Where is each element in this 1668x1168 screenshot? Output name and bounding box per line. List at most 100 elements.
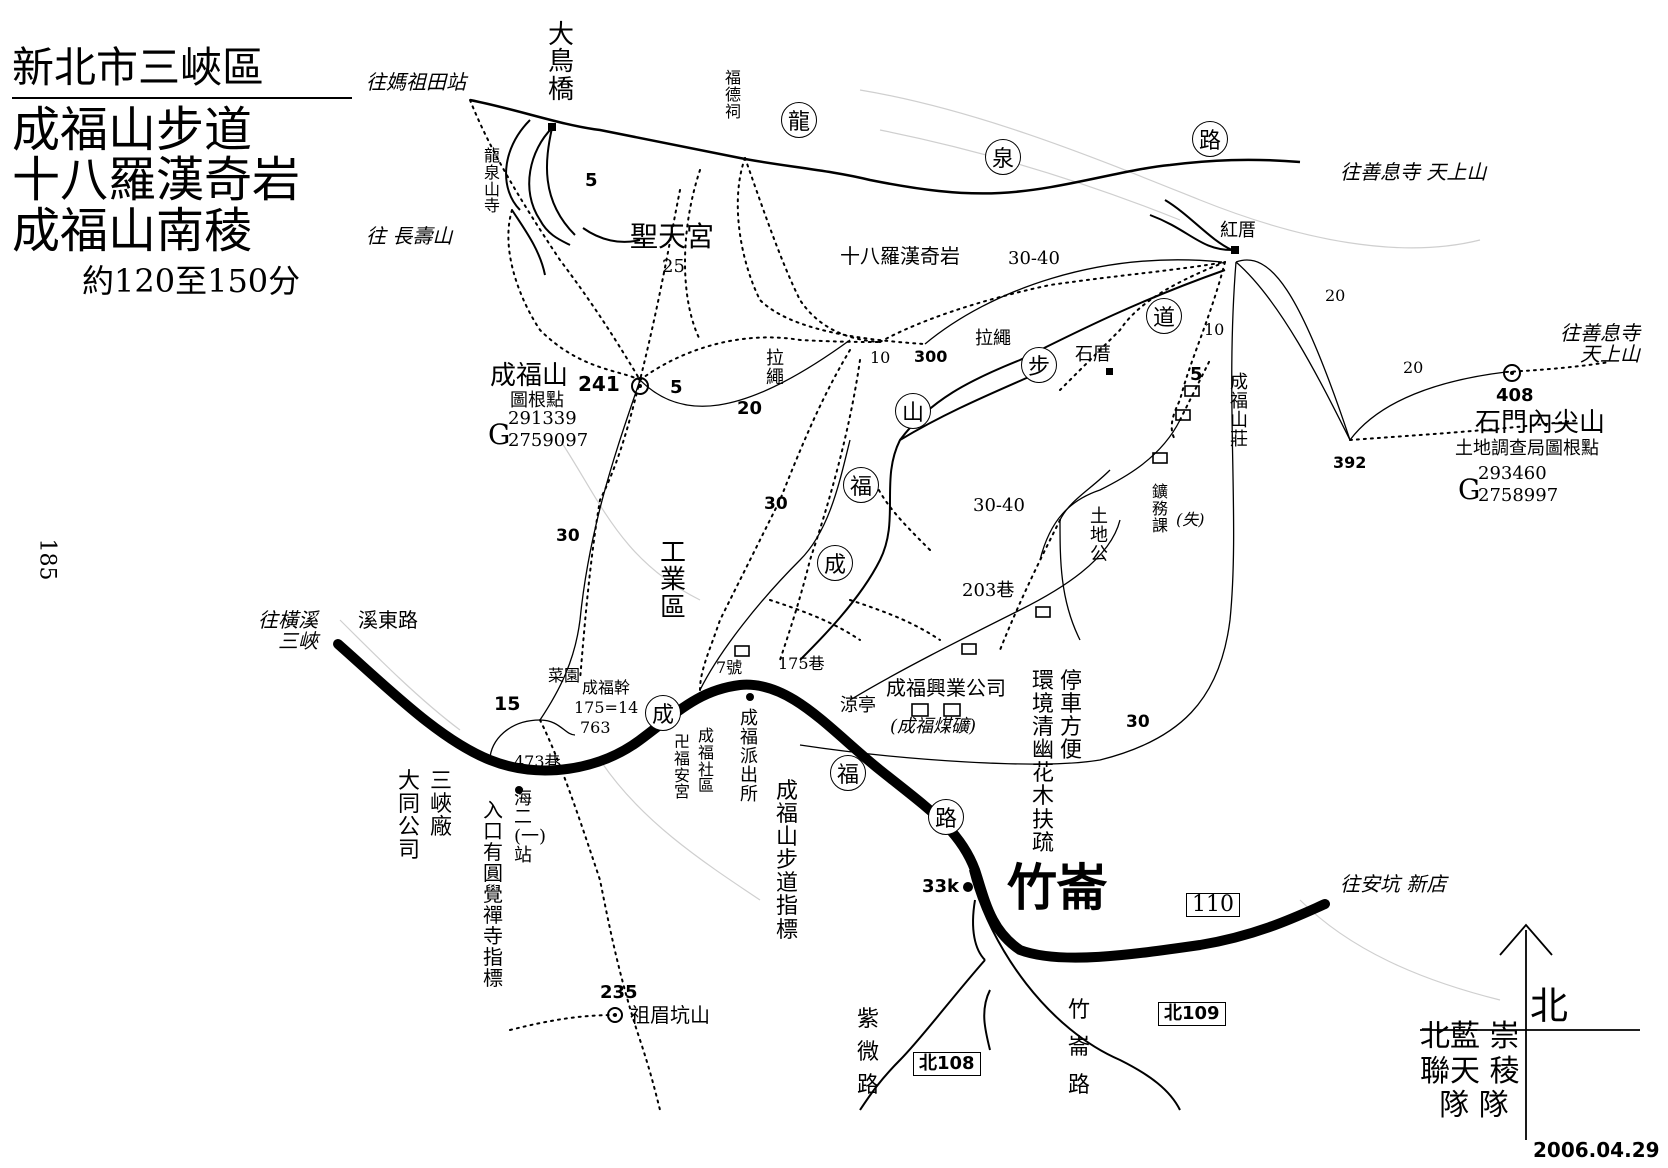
zhuweng-road: [969, 869, 1181, 1111]
to-hengxi: 往橫溪 三峽: [258, 608, 318, 653]
map-symbols: [515, 123, 1239, 892]
time-25: 25: [662, 256, 685, 277]
chengfu-company: 成福興業公司: [886, 676, 1006, 700]
point-300: 300: [914, 347, 948, 366]
fude-shrine: 福 德 祠: [725, 68, 742, 121]
luohan-rocks: 十八羅漢奇岩: [840, 244, 960, 268]
signature: 北藍 崇 聯天 稜 隊 隊: [1420, 1019, 1520, 1123]
ziwei-road: [859, 959, 986, 1111]
mining-office: 鑛 務 課: [1152, 482, 1169, 535]
time-30a: 30: [556, 526, 580, 546]
trail-name-1: 成福山步道: [12, 102, 253, 158]
time-20c: 20: [1403, 358, 1424, 377]
background-contours: [339, 89, 1501, 1001]
road-char-fu2: 福: [830, 755, 866, 791]
datong-company: 大 同 公 司: [398, 769, 421, 864]
shicuo: 石厝: [1075, 344, 1111, 365]
trail-char-dao: 道: [1146, 298, 1182, 334]
road-ziwei-branch: [983, 989, 991, 1051]
zhuweng-town: 竹崙: [1007, 858, 1107, 917]
lane-473: 473巷: [514, 752, 561, 771]
zhuweng-road-label: 竹 崙 路: [1068, 998, 1091, 1098]
road-longquan-branch: [582, 227, 641, 243]
time-5b: 5: [670, 377, 683, 398]
road-daniao-4: [511, 209, 546, 276]
lane-203: 203巷: [962, 580, 1015, 601]
road-daniao-1: [546, 127, 576, 236]
longquan-road: [469, 98, 1301, 195]
trail-char-fu: 福: [843, 467, 879, 503]
road-daniao-3: [505, 119, 531, 211]
hongcuo: 紅厝: [1220, 220, 1256, 241]
rope-1: 拉 繩: [766, 348, 784, 388]
time-5a: 5: [585, 170, 598, 191]
no-7: 7號: [716, 658, 743, 677]
mining-note: (失): [1176, 510, 1205, 529]
time-30b: 30: [764, 494, 788, 514]
time-20a: 20: [737, 398, 763, 419]
route-bei109: 北109: [1158, 1002, 1226, 1026]
lane-175: 175巷: [778, 654, 825, 673]
road-33k: [972, 899, 986, 961]
ziwei-road-label: 紫 微 路: [857, 1007, 880, 1098]
chengfu-trail: [799, 269, 1226, 661]
time-10b: 10: [1204, 320, 1225, 339]
compass: [1420, 923, 1640, 1140]
time-5c: 5: [1190, 364, 1203, 385]
time-10a: 10: [870, 348, 891, 367]
trail-char-bu: 步: [1021, 347, 1057, 383]
main-road-110: [333, 639, 1330, 963]
caiyuan: 菜園: [548, 666, 581, 685]
peak-shimen-elev: 408: [1496, 385, 1534, 406]
trail-fork-stone: [899, 371, 1041, 441]
trail-name-2: 十八羅漢奇岩: [12, 152, 301, 209]
to-shanxi-temple: 往善息寺 天上山: [1340, 160, 1487, 184]
rope-2: 拉繩: [975, 328, 1011, 349]
point-392: 392: [1333, 453, 1367, 472]
yuanjue-sign: 入 口 有 圓 覺 禪 寺 指 標: [483, 798, 503, 990]
peak-chengfu-g1: 291339: [508, 408, 577, 429]
sanxia-factory: 三 峽 廠: [430, 769, 453, 841]
scenery-environment: 環 境 清 幽 花 木 扶 疏: [1032, 669, 1055, 856]
chengfu-mine: (成福煤礦): [890, 716, 977, 737]
km-33k: 33k: [922, 876, 960, 897]
peak-zumei-elev: 235: [600, 982, 638, 1003]
xidong-road: 溪東路: [358, 608, 418, 632]
hai-station: 海 二 (一) 站: [514, 788, 547, 866]
dotted-trails: [469, 99, 1611, 1111]
time-15: 15: [494, 693, 521, 715]
peak-shimen-g: G: [1458, 473, 1481, 506]
to-changshou: 往 長壽山: [366, 224, 453, 248]
road-char-quan: 泉: [985, 139, 1021, 175]
peak-chengfu-elev: 241: [578, 372, 620, 396]
chengfu-villa: 成 福 山 莊: [1230, 372, 1248, 450]
peak-chengfu-g2: 2759097: [508, 430, 589, 451]
peak-chengfu-g: G: [488, 418, 511, 451]
tudigong: 土 地 公: [1090, 506, 1108, 565]
north-label: 北: [1530, 984, 1569, 1028]
route-110: 110: [1186, 893, 1240, 917]
pavilion: 涼亭: [840, 695, 876, 716]
peak-zumei-name: 祖眉坑山: [630, 1003, 710, 1027]
trail-sign: 成 福 山 步 道 指 標: [776, 779, 799, 943]
date: 2006.04.29: [1533, 1138, 1660, 1162]
peak-chengfu-name: 成福山: [490, 361, 569, 391]
duration: 約120至150分: [82, 262, 301, 301]
route-bei108: 北108: [913, 1052, 981, 1076]
scenery-parking: 停 車 方 便: [1060, 669, 1083, 764]
time-30c: 30: [1126, 712, 1150, 732]
title-block: 新北市三峽區 成福山步道 十八羅漢奇岩 成福山南稜 約120至150分: [12, 34, 352, 302]
chengfu-xiang-note: 成福幹: [582, 678, 631, 697]
trail-char-cheng: 成: [817, 545, 853, 581]
district-title: 新北市三峽區: [12, 34, 352, 99]
building-symbols: [734, 385, 1200, 717]
road-char-lu: 路: [1192, 121, 1228, 157]
note-763: 763: [580, 718, 611, 737]
peak-shimen-name: 石門內尖山: [1475, 408, 1606, 438]
peak-markers: [607, 364, 1521, 1023]
road-char-long: 龍: [781, 102, 817, 138]
time-30-40a: 30-40: [1008, 248, 1060, 269]
shengtian-temple: 聖天宮: [630, 220, 715, 253]
trail-char-shan: 山: [895, 393, 931, 429]
road-char-cheng: 成: [645, 695, 681, 731]
